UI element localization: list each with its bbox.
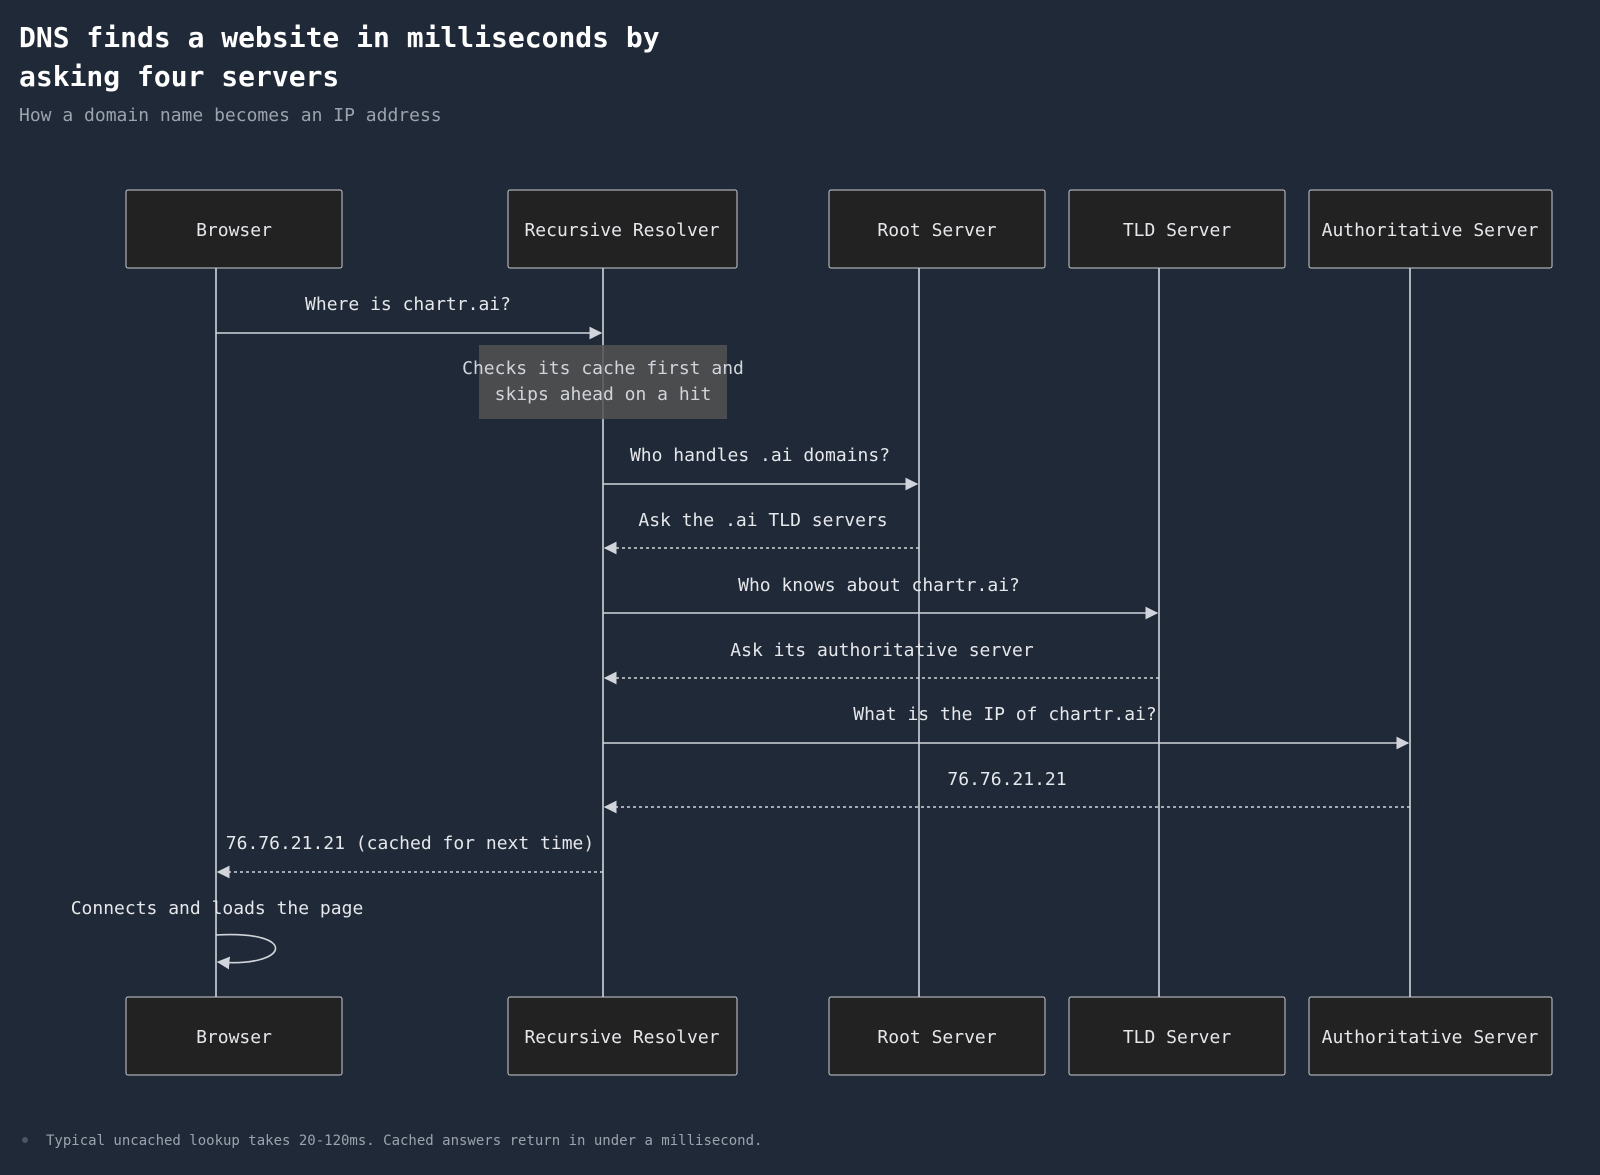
- note-line-1: Checks its cache first and: [462, 358, 744, 379]
- actor-browser-bottom: Browser: [125, 996, 343, 1076]
- actor-label: Recursive Resolver: [524, 1027, 719, 1048]
- actor-label: Authoritative Server: [1322, 1027, 1539, 1048]
- message-label: Connects and loads the page: [71, 898, 364, 919]
- actor-label: TLD Server: [1123, 1027, 1232, 1048]
- actor-root-server-top: Root Server: [828, 189, 1046, 269]
- message-label: 76.76.21.21 (cached for next time): [226, 833, 594, 854]
- message-label: 76.76.21.21: [947, 769, 1066, 790]
- note-resolver-cache: Checks its cache first and skips ahead o…: [462, 345, 744, 419]
- message-label: Who knows about chartr.ai?: [738, 575, 1020, 596]
- message-resolver-to-root: Who handles .ai domains?: [603, 445, 919, 491]
- note-line-2: skips ahead on a hit: [495, 384, 712, 405]
- actor-label: Authoritative Server: [1322, 220, 1539, 241]
- actor-recursive-resolver-top: Recursive Resolver: [507, 189, 738, 269]
- page-subtitle: How a domain name becomes an IP address: [19, 105, 442, 126]
- message-resolver-to-authoritative: What is the IP of chartr.ai?: [603, 704, 1410, 750]
- message-label: Where is chartr.ai?: [305, 294, 511, 315]
- message-label: Ask the .ai TLD servers: [638, 510, 887, 531]
- bullet-icon: [22, 1137, 28, 1143]
- actor-tld-server-top: TLD Server: [1068, 189, 1286, 269]
- actor-authoritative-server-top: Authoritative Server: [1308, 189, 1553, 269]
- actor-authoritative-server-bottom: Authoritative Server: [1308, 996, 1553, 1076]
- actor-recursive-resolver-bottom: Recursive Resolver: [507, 996, 738, 1076]
- page-title: DNS finds a website in milliseconds by a…: [19, 21, 660, 93]
- actor-label: TLD Server: [1123, 220, 1232, 241]
- message-root-to-resolver: Ask the .ai TLD servers: [603, 510, 919, 555]
- message-tld-to-resolver: Ask its authoritative server: [603, 640, 1159, 685]
- actor-label: Root Server: [877, 1027, 996, 1048]
- message-browser-self: Connects and loads the page: [71, 898, 364, 970]
- message-resolver-to-tld: Who knows about chartr.ai?: [603, 575, 1159, 620]
- message-label: Who handles .ai domains?: [630, 445, 890, 466]
- message-label: What is the IP of chartr.ai?: [853, 704, 1156, 725]
- actor-label: Recursive Resolver: [524, 220, 719, 241]
- message-label: Ask its authoritative server: [730, 640, 1034, 661]
- message-browser-to-resolver: Where is chartr.ai?: [216, 294, 603, 340]
- actor-root-server-bottom: Root Server: [828, 996, 1046, 1076]
- actor-label: Browser: [196, 1027, 272, 1048]
- message-authoritative-to-resolver: 76.76.21.21: [603, 769, 1410, 814]
- actor-label: Browser: [196, 220, 272, 241]
- actor-label: Root Server: [877, 220, 996, 241]
- actor-browser-top: Browser: [125, 189, 343, 269]
- footnote: Typical uncached lookup takes 20-120ms. …: [22, 1132, 762, 1150]
- actor-tld-server-bottom: TLD Server: [1068, 996, 1286, 1076]
- message-resolver-to-browser: 76.76.21.21 (cached for next time): [216, 833, 603, 879]
- footnote-text: Typical uncached lookup takes 20-120ms. …: [46, 1133, 763, 1149]
